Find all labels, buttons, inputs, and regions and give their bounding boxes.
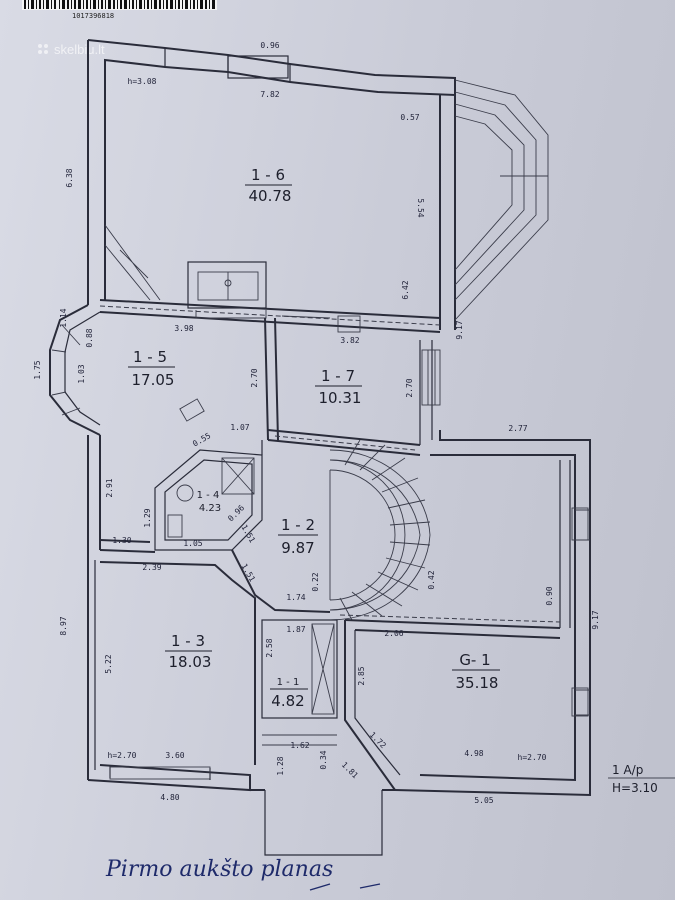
caption-text: Pirmo aukšto planas [105, 857, 333, 882]
dimension-label: 9.17 [591, 610, 600, 629]
dimension-label: 8.97 [59, 616, 68, 635]
dimension-label: 2.70 [250, 368, 259, 387]
dimension-label: 1.30 [112, 536, 131, 545]
dimension-label: 1.62 [290, 741, 309, 750]
dimension-label: 1.14 [59, 308, 68, 327]
watermark: skelbiu.lt [38, 42, 105, 57]
dimension-label: 1.87 [286, 625, 305, 634]
dimension-label: 2.70 [405, 378, 414, 397]
room-1-4: 1 - 4 4.23 [197, 490, 221, 514]
dimension-label: 5.05 [474, 796, 493, 805]
room-g-1: G- 1 35.18 [452, 651, 500, 692]
handwritten-caption: Pirmo aukšto planas [105, 857, 381, 891]
barcode-number: 1017396818 [72, 12, 114, 20]
dimension-label: 3.60 [165, 751, 184, 760]
room-area: 35.18 [456, 674, 499, 692]
room-id: G- 1 [459, 651, 490, 669]
room-labels: 1 - 6 40.78 1 - 5 17.05 1 - 7 10.31 1 - … [128, 166, 500, 710]
room-1-6: 1 - 6 40.78 [245, 166, 292, 205]
dimension-label: 2.85 [357, 666, 366, 685]
watermark-text: skelbiu.lt [54, 42, 105, 57]
dimension-label: 0.96 [260, 41, 279, 50]
dimension-label: 1.03 [77, 364, 86, 383]
room-id: 1 - 5 [133, 348, 167, 366]
dimension-label: 0.88 [85, 328, 94, 347]
dimension-label: h=2.70 [108, 751, 137, 760]
room-area: 4.23 [199, 503, 221, 514]
room-area: 4.82 [271, 692, 304, 710]
dimension-label: 1.51 [239, 523, 257, 544]
dimension-labels: 0.96 7.82 h=3.08 0.57 5.54 6.38 6.42 3.9… [33, 41, 600, 805]
dimension-label: 3.98 [174, 324, 193, 333]
dimension-label: 3.82 [340, 336, 359, 345]
dimension-label: 0.57 [400, 113, 419, 122]
room-1-1: 1 - 1 4.82 [270, 677, 308, 710]
room-id: 1 - 6 [251, 166, 285, 184]
dimension-label: 7.82 [260, 90, 279, 99]
dimension-label: 1.74 [286, 593, 305, 602]
dimension-label: 4.80 [160, 793, 179, 802]
room-id: 1 - 3 [171, 632, 205, 650]
dimension-label: 1.29 [143, 508, 152, 527]
room-1-7: 1 - 7 10.31 [315, 367, 362, 407]
dimension-label: 5.54 [416, 198, 425, 217]
room-id: 1 - 2 [281, 516, 315, 534]
dimension-label: 4.98 [464, 749, 483, 758]
dimension-label: 6.38 [65, 168, 74, 187]
dimension-label: 0.34 [319, 750, 328, 769]
dimension-label: 9.17 [455, 320, 464, 339]
room-1-5: 1 - 5 17.05 [128, 348, 175, 389]
floor-legend: 1 A/p H=3.10 [608, 763, 675, 795]
barcode: 1017396818 [22, 0, 217, 20]
dimension-label: 2.77 [508, 424, 527, 433]
dimension-label: h=2.70 [518, 753, 547, 762]
dimension-label: 0.42 [427, 570, 436, 589]
legend-line-2: H=3.10 [612, 781, 658, 795]
room-area: 18.03 [169, 653, 212, 671]
dimension-label: 2.06 [384, 629, 403, 638]
legend-line-1: 1 A/p [612, 763, 643, 777]
dimension-label: h=3.08 [128, 77, 157, 86]
room-id: 1 - 1 [277, 677, 300, 688]
dimension-label: 1.07 [230, 423, 249, 432]
dimension-label: 1.28 [276, 756, 285, 775]
room-id: 1 - 7 [321, 367, 355, 385]
dimension-label: 1.51 [239, 562, 257, 583]
dimension-label: 0.90 [545, 586, 554, 605]
room-id: 1 - 4 [197, 490, 220, 501]
outer-walls [49, 39, 591, 856]
room-area: 17.05 [132, 371, 175, 389]
dimension-label: 0.55 [191, 431, 212, 449]
room-area: 10.31 [319, 389, 362, 407]
dimension-label: 2.91 [105, 478, 114, 497]
room-area: 40.78 [249, 187, 292, 205]
dimension-label: 6.42 [401, 280, 410, 299]
dimension-label: 1.75 [33, 360, 42, 379]
dimension-label: 0.96 [226, 503, 246, 523]
dimension-label: 2.39 [142, 563, 161, 572]
dimension-label: 1.81 [340, 760, 360, 780]
dimension-label: 0.22 [311, 572, 320, 591]
room-area: 9.87 [281, 539, 314, 557]
interior-walls [94, 224, 571, 791]
room-1-2: 1 - 2 9.87 [278, 516, 318, 557]
dimension-label: 2.58 [265, 638, 274, 657]
room-1-3: 1 - 3 18.03 [165, 632, 212, 671]
dimension-label: 1.05 [183, 539, 202, 548]
dimension-label: 5.22 [104, 654, 113, 673]
